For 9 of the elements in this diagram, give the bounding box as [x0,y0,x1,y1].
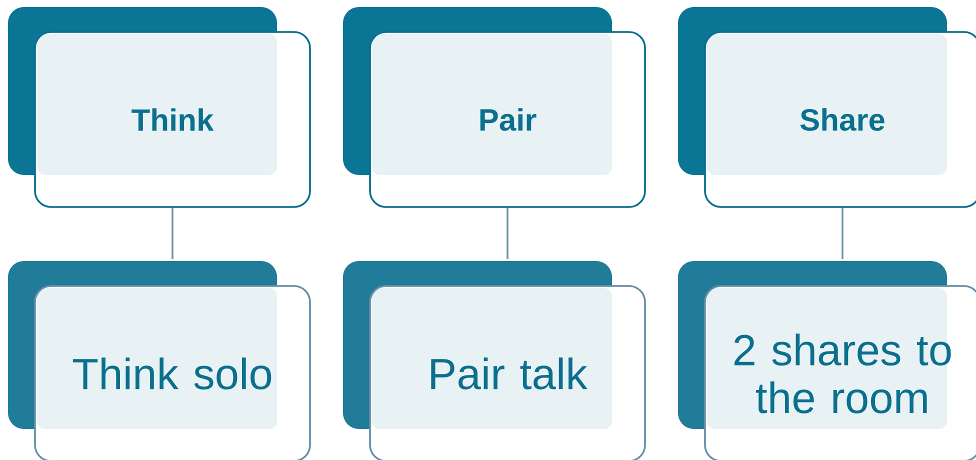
stacked-card: Think solo [8,261,311,460]
connector-line [172,208,174,260]
stacked-card: Pair [343,7,646,208]
stacked-card: Share [678,7,976,208]
stacked-card: Think [8,7,311,208]
stacked-card: 2 shares to the room [678,261,976,460]
connector-line [506,208,508,260]
stacked-card: Pair talk [343,261,646,460]
connector-line [842,208,844,260]
